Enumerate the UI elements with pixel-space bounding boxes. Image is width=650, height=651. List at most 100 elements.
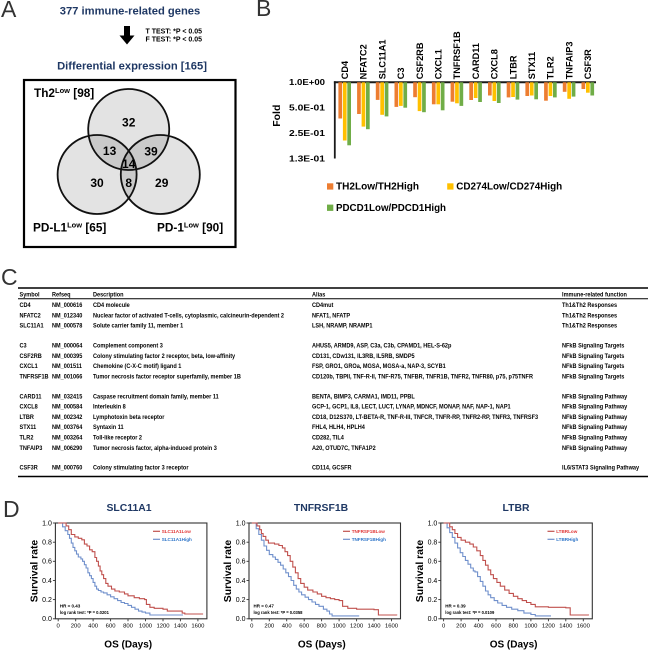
svg-text:Description: Description xyxy=(93,291,124,299)
svg-text:D: D xyxy=(3,496,20,522)
svg-text:8: 8 xyxy=(125,176,132,190)
svg-text:NFkB Signaling Targets: NFkB Signaling Targets xyxy=(562,342,625,350)
svg-text:29: 29 xyxy=(155,176,169,190)
svg-text:NM_000616: NM_000616 xyxy=(52,302,83,310)
svg-text:CSF3R: CSF3R xyxy=(583,49,593,79)
svg-text:TNFRSF1BHigh: TNFRSF1BHigh xyxy=(352,537,386,542)
svg-text:CXCL1: CXCL1 xyxy=(20,363,39,371)
svg-text:0.8: 0.8 xyxy=(42,540,52,547)
svg-text:CD4: CD4 xyxy=(340,60,350,79)
svg-text:FSP, GRO1, GROa, MGSA, MGSA-a,: FSP, GRO1, GROa, MGSA, MGSA-a, NAP-3, SC… xyxy=(312,363,446,371)
svg-text:1.0: 1.0 xyxy=(428,520,438,527)
svg-text:200: 200 xyxy=(456,624,467,630)
svg-text:FHL4, HLH4, HPLH4: FHL4, HLH4, HPLH4 xyxy=(312,424,365,432)
svg-text:400: 400 xyxy=(282,624,293,630)
svg-text:800: 800 xyxy=(508,624,519,630)
svg-text:Th1&Th2 Responses: Th1&Th2 Responses xyxy=(562,322,618,330)
svg-text:CD120b, TBPII, TNF-R-II, TNF-R: CD120b, TBPII, TNF-R-II, TNF-R75, TNFBR,… xyxy=(312,373,533,381)
svg-text:Th2Low [98]: Th2Low [98] xyxy=(34,86,94,100)
svg-text:IL6/STAT3 Signaling Pathway: IL6/STAT3 Signaling Pathway xyxy=(562,464,640,472)
svg-text:CD131, CDw131, IL3RB, IL5RB, S: CD131, CDw131, IL3RB, IL5RB, SMDP5 xyxy=(312,352,415,360)
svg-text:NFkB Signaling Pathway: NFkB Signaling Pathway xyxy=(562,424,628,432)
svg-text:CD114, GCSFR: CD114, GCSFR xyxy=(312,464,352,472)
svg-text:1200: 1200 xyxy=(350,624,364,630)
svg-text:Th1&Th2 Responses: Th1&Th2 Responses xyxy=(562,312,618,320)
svg-text:0.4: 0.4 xyxy=(42,578,52,585)
svg-text:200: 200 xyxy=(71,624,82,630)
svg-text:CD4 molecule: CD4 molecule xyxy=(93,302,130,310)
svg-text:CD18, D12S370, LT-BETA-R, TNF-: CD18, D12S370, LT-BETA-R, TNF-R-III, TNF… xyxy=(312,413,539,421)
svg-text:0.2: 0.2 xyxy=(236,597,246,604)
svg-text:800: 800 xyxy=(123,624,134,630)
svg-text:TNFRSF1B: TNFRSF1B xyxy=(294,503,349,514)
svg-text:OS (Days): OS (Days) xyxy=(298,640,346,651)
svg-text:NFAT1, NFATP: NFAT1, NFATP xyxy=(312,312,350,320)
svg-text:B: B xyxy=(256,0,271,21)
svg-text:400: 400 xyxy=(474,624,485,630)
svg-text:1.3E-01: 1.3E-01 xyxy=(289,154,326,163)
svg-text:HR = 0.43: HR = 0.43 xyxy=(60,604,81,609)
svg-text:CSF3R: CSF3R xyxy=(20,464,39,472)
svg-text:NFkB Signaling Pathway: NFkB Signaling Pathway xyxy=(562,393,628,401)
svg-text:NM_000064: NM_000064 xyxy=(52,342,83,350)
svg-text:0.6: 0.6 xyxy=(42,559,52,566)
svg-text:NM_003764: NM_003764 xyxy=(52,424,83,432)
svg-text:Symbol: Symbol xyxy=(20,291,40,299)
svg-text:LTBR: LTBR xyxy=(503,503,530,514)
svg-text:0.4: 0.4 xyxy=(236,578,246,585)
svg-text:CXCL1: CXCL1 xyxy=(434,49,444,79)
svg-text:0.6: 0.6 xyxy=(236,559,246,566)
svg-text:0.2: 0.2 xyxy=(428,597,438,604)
svg-text:SLC11A1High: SLC11A1High xyxy=(162,537,192,542)
svg-text:Survival rate: Survival rate xyxy=(415,540,426,603)
svg-text:NM_012340: NM_012340 xyxy=(52,312,83,320)
svg-text:F TEST: *P < 0.05: F TEST: *P < 0.05 xyxy=(146,37,203,44)
svg-text:Survival rate: Survival rate xyxy=(29,540,40,603)
svg-text:0.4: 0.4 xyxy=(428,578,438,585)
svg-text:CD274Low/CD274High: CD274Low/CD274High xyxy=(456,181,562,193)
svg-text:CXCL8: CXCL8 xyxy=(490,49,500,79)
svg-text:TNFRSF1B: TNFRSF1B xyxy=(20,373,50,381)
svg-text:PD-1Low [90]: PD-1Low [90] xyxy=(157,220,223,234)
svg-text:CARD11: CARD11 xyxy=(471,43,481,79)
svg-text:Solute carrier family 11, memb: Solute carrier family 11, member 1 xyxy=(93,322,184,330)
svg-text:SLC11A1: SLC11A1 xyxy=(106,503,151,514)
svg-text:30: 30 xyxy=(90,176,104,190)
svg-text:Immune-related function: Immune-related function xyxy=(562,291,627,299)
svg-text:LTBRHigh: LTBRHigh xyxy=(556,537,578,542)
svg-text:NFkB Signaling Pathway: NFkB Signaling Pathway xyxy=(562,434,628,442)
svg-text:A20, OTUD7C, TNFA1P2: A20, OTUD7C, TNFA1P2 xyxy=(312,444,376,452)
svg-text:32: 32 xyxy=(122,116,136,130)
svg-text:NFkB Signaling Pathway: NFkB Signaling Pathway xyxy=(562,444,628,452)
svg-text:CSF2RB: CSF2RB xyxy=(415,42,425,79)
svg-text:NM_000395: NM_000395 xyxy=(52,352,83,360)
svg-text:Lymphotoxin beta receptor: Lymphotoxin beta receptor xyxy=(93,413,165,421)
svg-text:1.0: 1.0 xyxy=(42,520,52,527)
svg-text:PDCD1Low/PDCD1High: PDCD1Low/PDCD1High xyxy=(336,202,446,214)
svg-text:600: 600 xyxy=(491,624,502,630)
svg-text:NM_032415: NM_032415 xyxy=(52,393,83,401)
svg-text:0: 0 xyxy=(57,624,61,630)
svg-text:Refseq: Refseq xyxy=(52,291,71,299)
svg-text:BENTA, BIMP3, CARMA1, IMD11, P: BENTA, BIMP3, CARMA1, IMD11, PPBL xyxy=(312,393,415,401)
svg-text:A: A xyxy=(1,0,17,22)
svg-text:STX11: STX11 xyxy=(20,424,37,432)
svg-text:2.5E-01: 2.5E-01 xyxy=(289,129,326,138)
svg-text:600: 600 xyxy=(106,624,117,630)
svg-text:HR = 0.47: HR = 0.47 xyxy=(254,604,275,609)
svg-text:TLR2: TLR2 xyxy=(20,434,34,442)
svg-text:5.0E-01: 5.0E-01 xyxy=(289,104,326,113)
svg-text:1400: 1400 xyxy=(174,624,188,630)
svg-text:AHUS5, ARMD9, ASP, C3a, C3b, C: AHUS5, ARMD9, ASP, C3a, C3b, CPAMD1, HEL… xyxy=(312,342,452,350)
svg-text:0.0: 0.0 xyxy=(236,616,246,623)
svg-text:0.6: 0.6 xyxy=(428,559,438,566)
svg-text:SLC11A1: SLC11A1 xyxy=(20,322,45,330)
svg-text:NFkB Signaling Pathway: NFkB Signaling Pathway xyxy=(562,413,628,421)
svg-text:CXCL8: CXCL8 xyxy=(20,403,39,411)
svg-text:NFkB Signaling Targets: NFkB Signaling Targets xyxy=(562,363,625,371)
svg-text:NFkB Signaling Pathway: NFkB Signaling Pathway xyxy=(562,403,628,411)
svg-text:Complement component 3: Complement component 3 xyxy=(93,342,163,350)
svg-text:LTBR: LTBR xyxy=(20,413,35,421)
svg-text:CSF2RB: CSF2RB xyxy=(20,352,43,360)
svg-text:1200: 1200 xyxy=(542,624,556,630)
